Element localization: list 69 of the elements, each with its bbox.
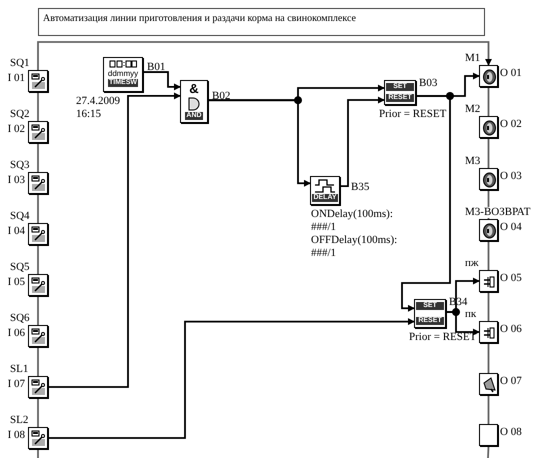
block-parameter: Prior = RESET [379,109,446,120]
rail-line [37,449,39,458]
signal-name: SQ2 [10,109,30,120]
arrow [401,95,451,312]
block-parameter: Prior = RESET [409,332,476,343]
rail-line [37,91,39,121]
arrow [208,99,311,187]
terminal-label: I 01 [8,73,25,84]
terminal-label: I 08 [8,430,25,441]
rail-line [37,346,39,376]
signal-name: SL2 [10,415,28,426]
signal-name: SL1 [10,364,28,375]
block-parameter: 16:15 [76,109,102,120]
rail-line [37,397,39,427]
rail-line [37,295,39,325]
signal-name: M3 [465,156,480,167]
terminal-label: O 08 [500,427,522,438]
signal-name: SQ1 [10,58,30,69]
and-symbol: & [189,82,199,95]
rail-line [488,342,490,373]
rail-line [488,86,490,116]
block-id: B03 [419,78,438,89]
signal-name: SQ6 [10,313,30,324]
signal-name: пж [465,258,478,269]
block-id: B02 [212,91,230,102]
terminal-label: O 07 [500,376,522,387]
terminal-label: I 07 [8,379,25,390]
block-parameter: ONDelay(100ms): [311,209,393,220]
signal-name: SQ5 [10,262,30,273]
arrow [48,92,181,388]
signal-name: пк [465,309,476,320]
terminal-label: O 01 [500,68,522,79]
rail-line [37,244,39,274]
block-parameter: ###/1 [311,222,336,233]
signal-name: М3-ВОЗВРАТ [465,207,530,218]
terminal-label: I 04 [8,226,25,237]
rail-line [488,394,490,424]
terminal-label: O 02 [500,119,522,130]
arrow [48,318,415,439]
terminal-label: O 05 [500,273,522,284]
arrow [340,96,385,188]
block-parameter: 27.4.2009 [76,96,120,107]
signal-name: M1 [465,53,480,64]
title-box [38,8,485,36]
terminal-label: I 03 [8,175,25,186]
arrow [37,41,492,70]
terminal-label: O 03 [500,171,522,182]
date-format: ddmmyy [108,69,138,78]
rail-line [37,193,39,223]
block-parameter: ###/1 [311,248,336,259]
signal-name: SQ4 [10,211,30,222]
terminal-label: O 04 [500,222,522,233]
block-parameter: OFFDelay(100ms): [311,235,398,246]
block-id: B35 [351,182,370,193]
terminal-label: O 06 [500,324,522,335]
terminal-label: I 06 [8,328,25,339]
header-text: Автоматизация линии приготовления и раздачи корма на свинокомплексе [43,14,356,24]
block-id: B01 [147,62,166,73]
rail-line [488,240,490,270]
terminal-label: I 05 [8,277,25,288]
signal-name: M2 [465,104,480,115]
rail-line [488,137,490,168]
rail-line [487,446,490,458]
rail-line [488,291,490,321]
arrow [446,311,480,336]
arrow [143,71,181,90]
signal-name: SQ3 [10,160,30,171]
terminal-label: I 02 [8,124,25,135]
rail-line [37,142,39,172]
